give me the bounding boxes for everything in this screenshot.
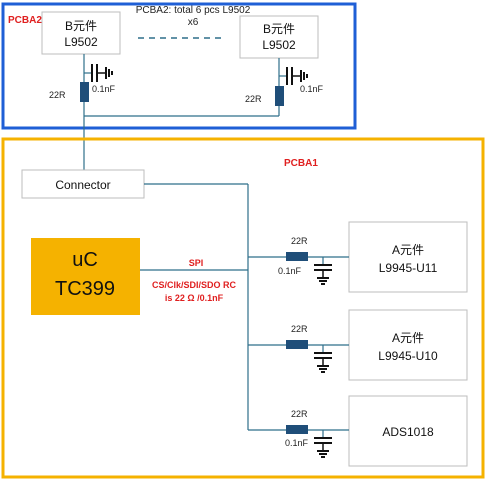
resistor-u10: [286, 340, 308, 349]
pcba2-note-line2: x6: [188, 17, 199, 28]
uc-line2: TC399: [55, 278, 115, 300]
chip-b-right: [239, 15, 319, 59]
uc-line1: uC: [72, 249, 98, 271]
connector-label: Connector: [55, 178, 110, 192]
chip-a-u10-line1: A元件: [392, 331, 424, 345]
chip-b-left-line2: L9502: [64, 35, 98, 49]
chip-b-right-line1: B元件: [263, 22, 295, 36]
chip-a-u10: [348, 309, 468, 381]
pcba2-label: PCBA2: [8, 15, 42, 26]
resistor-ads1018: [286, 425, 308, 434]
res-b-right-label: 22R: [245, 94, 262, 104]
cap-u11-label: 0.1nF: [278, 266, 302, 276]
cap-b-left-label: 0.1nF: [92, 84, 116, 94]
cap-b-right-label: 0.1nF: [300, 84, 324, 94]
resistor-u11: [286, 252, 308, 261]
resistor-b-right: [275, 86, 284, 106]
spi-label: SPI: [189, 258, 204, 268]
cap-ads1018-label: 0.1nF: [285, 438, 309, 448]
spi-note-line2: is 22 Ω /0.1nF: [165, 293, 224, 303]
chip-a-u11: [348, 221, 468, 293]
connector-box: [21, 169, 145, 199]
chip-ads1018: [348, 395, 468, 467]
pcba2-note-line1: PCBA2: total 6 pcs L9502: [136, 5, 251, 16]
chip-ads1018-line1: ADS1018: [382, 425, 434, 439]
res-ads1018-label: 22R: [291, 409, 308, 419]
uc-box: [31, 238, 140, 315]
spi-note-line1: CS/Clk/SDI/SDO RC: [152, 280, 237, 290]
chip-b-left: [41, 11, 121, 55]
res-b-left-label: 22R: [49, 90, 66, 100]
chip-a-u11-line2: L9945-U11: [379, 261, 438, 275]
res-u10-label: 22R: [291, 324, 308, 334]
pcba2-frame: [1, 2, 357, 130]
chip-a-u11-line1: A元件: [392, 243, 424, 257]
res-u11-label: 22R: [291, 236, 308, 246]
chip-a-u10-line2: L9945-U10: [378, 349, 438, 363]
pcba1-label: PCBA1: [284, 158, 318, 169]
chip-b-right-line2: L9502: [262, 38, 296, 52]
resistor-b-left: [80, 82, 89, 102]
chip-b-left-line1: B元件: [65, 19, 97, 33]
pcba1-frame: [1, 137, 485, 479]
